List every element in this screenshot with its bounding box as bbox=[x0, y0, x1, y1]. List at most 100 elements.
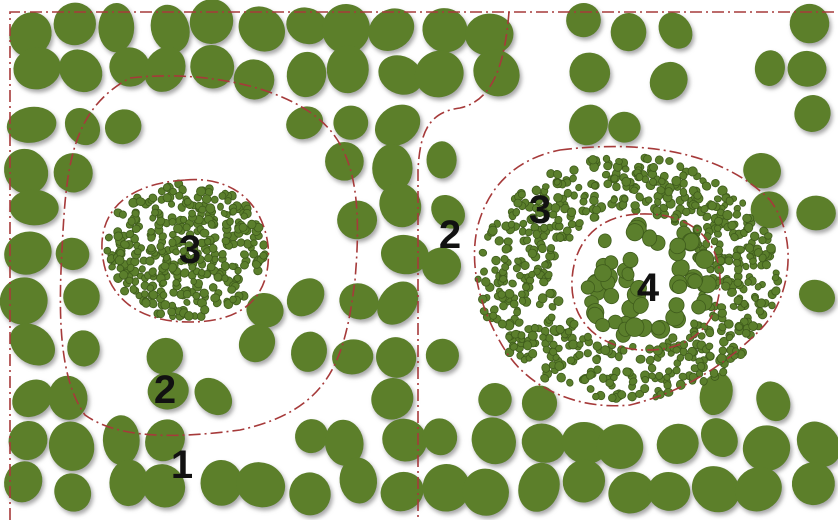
small-dot bbox=[714, 195, 722, 203]
small-dot bbox=[504, 238, 512, 245]
large-cluster bbox=[642, 54, 696, 108]
small-dot bbox=[705, 342, 713, 350]
small-dot bbox=[718, 309, 727, 318]
small-dot bbox=[234, 275, 241, 282]
small-dot bbox=[545, 289, 554, 298]
large-cluster bbox=[750, 376, 796, 427]
small-dot bbox=[119, 211, 127, 219]
small-dot bbox=[139, 265, 146, 272]
large-cluster bbox=[317, 134, 372, 189]
small-dot bbox=[586, 384, 596, 394]
large-cluster bbox=[0, 413, 55, 468]
large-cluster bbox=[563, 0, 605, 41]
small-dot bbox=[680, 340, 689, 349]
small-dot bbox=[183, 290, 191, 298]
small-dot bbox=[128, 217, 135, 225]
small-dot bbox=[104, 233, 113, 242]
large-cluster bbox=[610, 12, 648, 52]
small-dot bbox=[475, 276, 481, 283]
large-cluster bbox=[279, 271, 332, 324]
large-cluster bbox=[464, 410, 524, 472]
small-dot bbox=[217, 203, 224, 211]
small-dot bbox=[690, 319, 698, 328]
small-dot bbox=[250, 239, 258, 246]
small-dot bbox=[247, 220, 256, 229]
large-cluster bbox=[563, 46, 617, 99]
large-cluster bbox=[43, 416, 100, 477]
large-cluster bbox=[740, 422, 794, 474]
small-dot bbox=[180, 216, 186, 223]
large-cluster bbox=[739, 148, 786, 193]
small-dot bbox=[583, 349, 592, 358]
zone-3-label-right: 3 bbox=[529, 190, 551, 230]
small-dot bbox=[636, 173, 644, 181]
large-cluster bbox=[645, 469, 693, 514]
large-cluster bbox=[99, 103, 148, 150]
small-dot bbox=[210, 195, 219, 204]
zone-2-label-right: 2 bbox=[439, 215, 461, 255]
large-cluster bbox=[475, 380, 514, 419]
large-cluster bbox=[515, 378, 565, 428]
large-cluster bbox=[229, 455, 292, 515]
small-dot bbox=[711, 179, 720, 188]
small-dot bbox=[732, 209, 743, 219]
small-dot bbox=[567, 356, 576, 364]
small-dot bbox=[565, 328, 572, 335]
large-cluster bbox=[788, 89, 837, 139]
large-cluster bbox=[61, 276, 102, 318]
small-dot bbox=[191, 278, 197, 285]
small-dot bbox=[673, 346, 681, 353]
small-dot bbox=[183, 298, 192, 307]
small-dot bbox=[226, 217, 234, 226]
large-cluster bbox=[229, 0, 294, 61]
small-dot bbox=[184, 311, 193, 320]
small-dot bbox=[756, 308, 764, 316]
small-dot bbox=[516, 272, 523, 279]
small-dot bbox=[513, 199, 522, 208]
small-dot bbox=[664, 382, 671, 389]
large-cluster bbox=[281, 101, 328, 145]
large-cluster bbox=[753, 49, 787, 88]
large-cluster bbox=[650, 417, 705, 470]
large-cluster bbox=[796, 195, 837, 231]
large-cluster bbox=[52, 233, 94, 274]
small-dot bbox=[212, 256, 219, 263]
small-dot bbox=[160, 280, 167, 286]
small-dot bbox=[739, 199, 746, 206]
small-dot bbox=[523, 340, 532, 350]
small-dot bbox=[665, 157, 673, 165]
large-cluster bbox=[561, 97, 615, 152]
medium-dot bbox=[597, 233, 612, 249]
small-dot bbox=[769, 302, 776, 309]
small-dot bbox=[169, 238, 177, 246]
large-cluster bbox=[182, 37, 243, 97]
large-cluster bbox=[9, 189, 60, 227]
small-dot bbox=[565, 378, 574, 387]
large-cluster bbox=[330, 337, 375, 377]
small-dot bbox=[104, 247, 111, 254]
large-cluster bbox=[0, 455, 49, 508]
large-cluster bbox=[0, 225, 58, 281]
small-dot bbox=[204, 238, 211, 245]
large-cluster bbox=[787, 2, 831, 46]
large-cluster bbox=[45, 0, 104, 53]
small-dot bbox=[691, 201, 700, 209]
small-dot bbox=[679, 172, 687, 180]
small-dot bbox=[645, 196, 652, 203]
large-cluster bbox=[360, 0, 422, 59]
large-cluster bbox=[47, 467, 98, 519]
zone-4-label: 4 bbox=[637, 268, 659, 308]
large-cluster bbox=[794, 274, 838, 318]
large-cluster bbox=[652, 6, 700, 56]
large-cluster bbox=[331, 103, 370, 142]
small-dot bbox=[478, 248, 488, 257]
large-cluster bbox=[286, 469, 334, 519]
large-cluster bbox=[227, 53, 281, 106]
large-cluster bbox=[363, 370, 421, 428]
large-cluster bbox=[426, 141, 457, 179]
small-dot bbox=[555, 362, 564, 371]
large-cluster bbox=[455, 461, 517, 520]
large-cluster bbox=[65, 328, 102, 368]
large-cluster bbox=[183, 0, 240, 50]
